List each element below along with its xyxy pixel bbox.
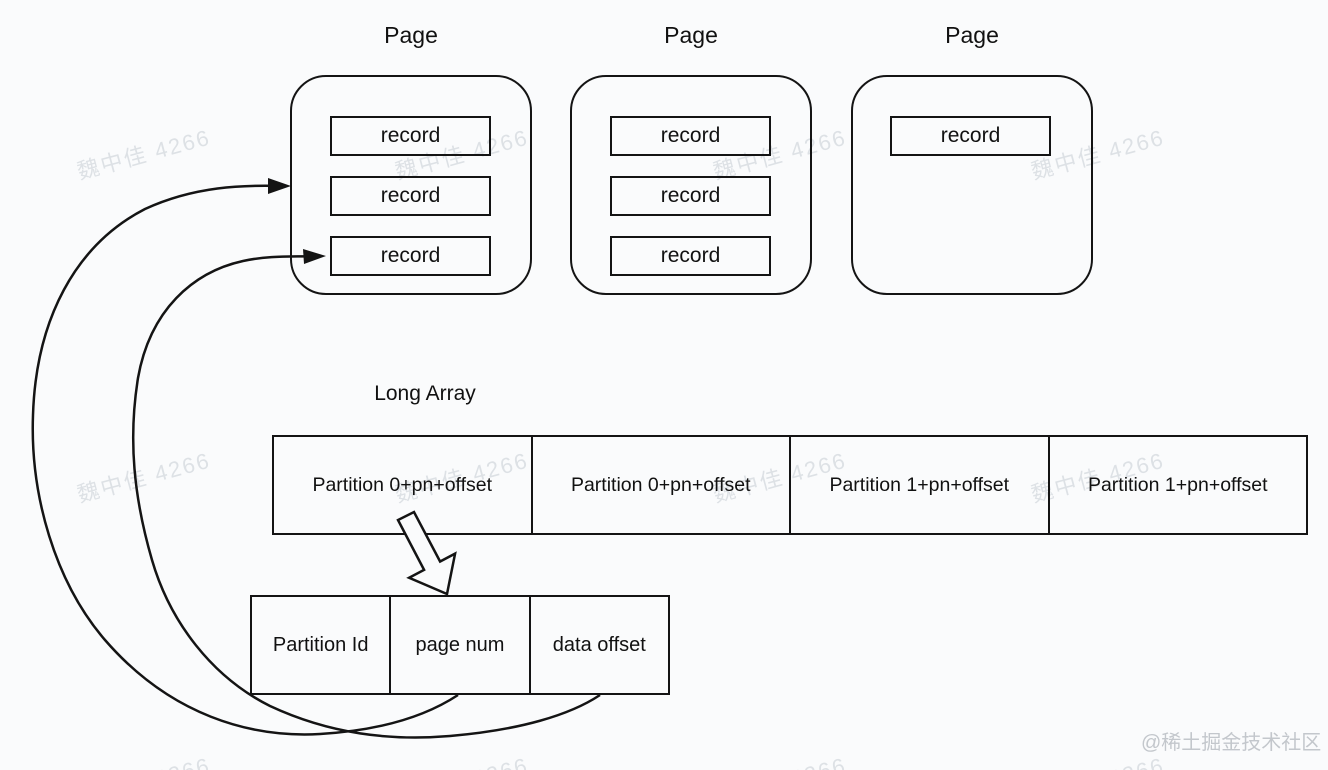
entry-cell-page-num: page num	[389, 597, 528, 693]
watermark: 魏中佳 4266	[73, 748, 214, 770]
page-3-title: Page	[945, 22, 999, 48]
page-1-record-2: record	[330, 176, 491, 216]
page-2-record-2: record	[610, 176, 771, 216]
page-1-record-3: record	[330, 236, 491, 276]
entry-detail-box: Partition Id page num data offset	[250, 595, 670, 695]
watermark: 魏中佳 4266	[391, 748, 532, 770]
credit-text: @稀土掘金技术社区	[1141, 732, 1322, 754]
long-array-cell-1: Partition 0+pn+offset	[312, 473, 493, 496]
long-array-cell-3: Partition 1+pn+offset	[789, 437, 1048, 533]
page-3-record-1: record	[890, 116, 1051, 156]
page-2-record-1: record	[610, 116, 771, 156]
entry-cell-partition-id: Partition Id	[272, 633, 369, 656]
watermark: 魏中佳 4266	[709, 748, 850, 770]
page-1-title: Page	[384, 22, 438, 48]
page-2-record-3: record	[610, 236, 771, 276]
page-1-record-1: record	[330, 116, 491, 156]
long-array-cell-4: Partition 1+pn+offset	[1047, 437, 1307, 533]
long-array-cell-2: Partition 0+pn+offset	[530, 437, 790, 533]
watermark: 魏中佳 4266	[74, 447, 214, 508]
entry-cell-data-offset: data offset	[528, 597, 668, 693]
page-2-title: Page	[664, 22, 718, 48]
long-array-title: Long Array	[374, 382, 476, 405]
page-3-box	[851, 75, 1093, 295]
long-array-box: Partition 0+pn+offset Partition 0+pn+off…	[272, 435, 1308, 535]
watermark: 魏中佳 4266	[74, 124, 214, 185]
arrowhead-page-num-icon	[268, 178, 291, 194]
page-2-box	[570, 75, 812, 295]
